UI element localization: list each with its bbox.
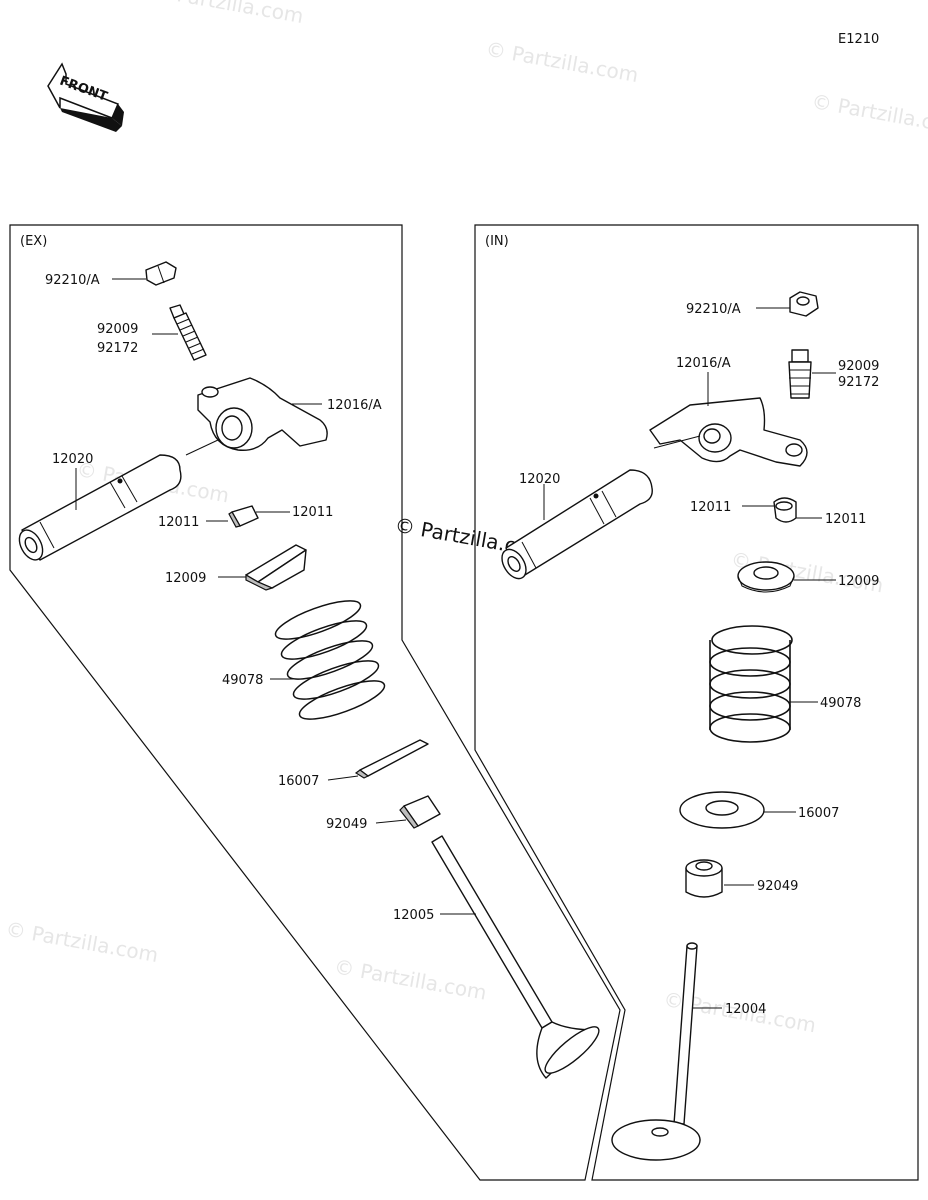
watermark: © Partzilla.com xyxy=(484,37,640,87)
intake-retainer-label: 12009 xyxy=(838,574,879,589)
intake-stem-seal xyxy=(685,859,723,898)
intake-collet-right-label: 12011 xyxy=(825,512,866,527)
front-arrow-icon: FRONT xyxy=(47,62,124,132)
intake-adjuster-label-a: 92009 xyxy=(838,359,879,374)
exhaust-collet-left-label: 12011 xyxy=(158,515,199,530)
exhaust-valve xyxy=(431,835,600,1079)
exhaust-spring-retainer xyxy=(245,544,307,591)
watermark: © Partzilla.com xyxy=(149,0,305,28)
exhaust-valve-spring xyxy=(274,600,386,720)
exhaust-spring-seat xyxy=(354,739,429,779)
watermark: © Partzilla.com xyxy=(4,917,160,967)
exhaust-spring-label: 49078 xyxy=(222,673,263,688)
exhaust-seat-label: 16007 xyxy=(278,774,319,789)
intake-valve xyxy=(611,942,701,1161)
exhaust-adjuster-label-b: 92172 xyxy=(97,341,138,356)
intake-seat-label: 16007 xyxy=(798,806,839,821)
exhaust-collet xyxy=(228,505,259,528)
intake-shaft-label: 12020 xyxy=(519,472,560,487)
intake-spring-retainer xyxy=(737,561,795,593)
exhaust-nut-label: 92210/A xyxy=(45,273,100,288)
diagram-code: E1210 xyxy=(838,32,879,47)
intake-collet-left-label: 12011 xyxy=(690,500,731,515)
exhaust-rocker-label: 12016/A xyxy=(327,398,382,413)
intake-rocker-arm xyxy=(649,397,808,467)
intake-rocker-shaft xyxy=(501,469,653,580)
exhaust-rocker-shaft xyxy=(18,454,182,561)
intake-nut xyxy=(789,291,819,317)
exhaust-valve-label: 12005 xyxy=(393,908,434,923)
intake-spring-label: 49078 xyxy=(820,696,861,711)
exhaust-nut xyxy=(145,261,177,286)
intake-valve-label: 12004 xyxy=(725,1002,766,1017)
exhaust-section-title: (EX) xyxy=(20,234,47,249)
exhaust-retainer-label: 12009 xyxy=(165,571,206,586)
intake-spring-seat xyxy=(679,791,765,829)
intake-nut-label: 92210/A xyxy=(686,302,741,317)
intake-adjuster-screw xyxy=(788,349,812,399)
intake-collet xyxy=(773,497,797,523)
intake-rocker-label: 12016/A xyxy=(676,356,731,371)
intake-valve-spring xyxy=(709,625,793,743)
intake-section-border xyxy=(474,224,919,1181)
exhaust-collet-right-label: 12011 xyxy=(292,505,333,520)
watermark: © Partzilla.com xyxy=(332,954,488,1004)
exhaust-seal-label: 92049 xyxy=(326,817,367,832)
intake-seal-label: 92049 xyxy=(757,879,798,894)
exhaust-rocker-arm xyxy=(197,377,328,451)
intake-adjuster-label-b: 92172 xyxy=(838,375,879,390)
exhaust-section-border xyxy=(9,224,621,1181)
exhaust-adjuster-label-a: 92009 xyxy=(97,322,138,337)
exhaust-shaft-label: 12020 xyxy=(52,452,93,467)
exhaust-adjuster-screw xyxy=(169,304,207,361)
watermark: © Partzilla.com xyxy=(810,89,928,139)
exhaust-stem-seal xyxy=(399,795,441,829)
intake-section-title: (IN) xyxy=(485,234,509,249)
